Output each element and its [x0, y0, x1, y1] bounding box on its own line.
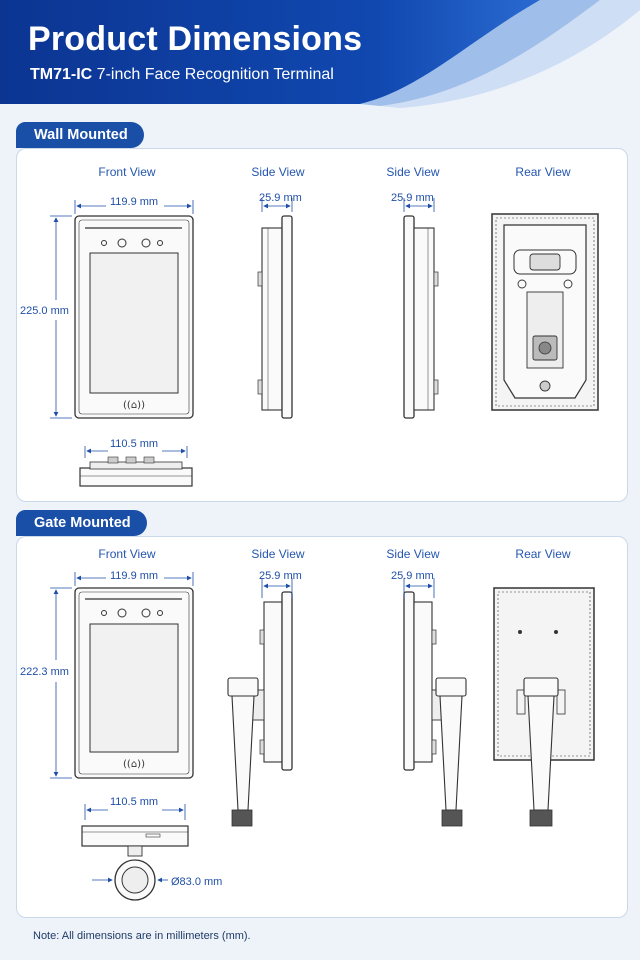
wall-side-2-dimensions: [403, 198, 435, 212]
wall-bottom-dimensions: [84, 446, 188, 458]
gate-side-2-dimensions: [403, 578, 435, 598]
page-header: Product Dimensions TM71-IC 7-inch Face R…: [0, 0, 640, 110]
gate-pole-diameter-dimension: Ø83.0 mm: [171, 876, 223, 888]
nfc-icon: ((⌂)): [123, 759, 145, 770]
gate-depth-dimension-1: 25.9 mm: [259, 570, 302, 582]
gate-side-view-label-1: Side View: [251, 547, 305, 561]
units-note: Note: All dimensions are in millimeters …: [33, 930, 251, 942]
model-name: TM71-IC: [30, 66, 93, 83]
gate-side-view-1-drawing: [227, 591, 293, 827]
wall-side-1-dimensions: [261, 198, 293, 212]
wall-depth-dimension-2: 25.9 mm: [391, 192, 434, 204]
gate-front-view-drawing: ((⌂)): [74, 587, 194, 779]
gate-mounted-tab: Gate Mounted: [16, 510, 147, 536]
gate-front-dimensions: [50, 572, 194, 779]
wall-bottom-width-dimension: 110.5 mm: [110, 438, 159, 450]
gate-rear-view-drawing: [493, 587, 595, 827]
page-subtitle: TM71-IC 7-inch Face Recognition Terminal: [30, 66, 334, 84]
wall-mounted-tab: Wall Mounted: [16, 122, 144, 148]
gate-height-dimension: 222.3 mm: [20, 666, 69, 678]
gate-bottom-view-drawing: [81, 825, 189, 901]
wall-width-dimension: 119.9 mm: [110, 196, 159, 208]
gate-bottom-dimensions: [84, 804, 186, 883]
wall-side-view-1-drawing: [257, 215, 293, 419]
page-title: Product Dimensions: [28, 20, 363, 58]
gate-side-1-dimensions: [261, 578, 293, 598]
nfc-icon: ((⌂)): [123, 400, 145, 411]
gate-side-view-label-2: Side View: [386, 547, 440, 561]
wall-side-view-label-2: Side View: [386, 165, 440, 179]
header-background: [0, 0, 640, 110]
wall-height-dimension: 225.0 mm: [20, 305, 69, 317]
wall-side-view-2-drawing: [403, 215, 439, 419]
wall-side-view-label-1: Side View: [251, 165, 305, 179]
gate-bottom-width-dimension: 110.5 mm: [110, 796, 159, 808]
wall-front-view-label: Front View: [98, 165, 156, 179]
wall-bottom-view-drawing: [79, 456, 193, 487]
gate-front-view-label: Front View: [98, 547, 156, 561]
gate-width-dimension: 119.9 mm: [110, 570, 159, 582]
wall-rear-view-label: Rear View: [515, 165, 571, 179]
wall-front-dimensions: [50, 200, 194, 419]
gate-rear-view-label: Rear View: [515, 547, 571, 561]
wall-front-view-drawing: ((⌂)): [74, 215, 194, 419]
gate-depth-dimension-2: 25.9 mm: [391, 570, 434, 582]
subtitle-text: 7-inch Face Recognition Terminal: [92, 66, 334, 83]
wall-rear-view-drawing: [491, 213, 599, 411]
wall-depth-dimension-1: 25.9 mm: [259, 192, 302, 204]
gate-side-view-2-drawing: [403, 591, 467, 827]
